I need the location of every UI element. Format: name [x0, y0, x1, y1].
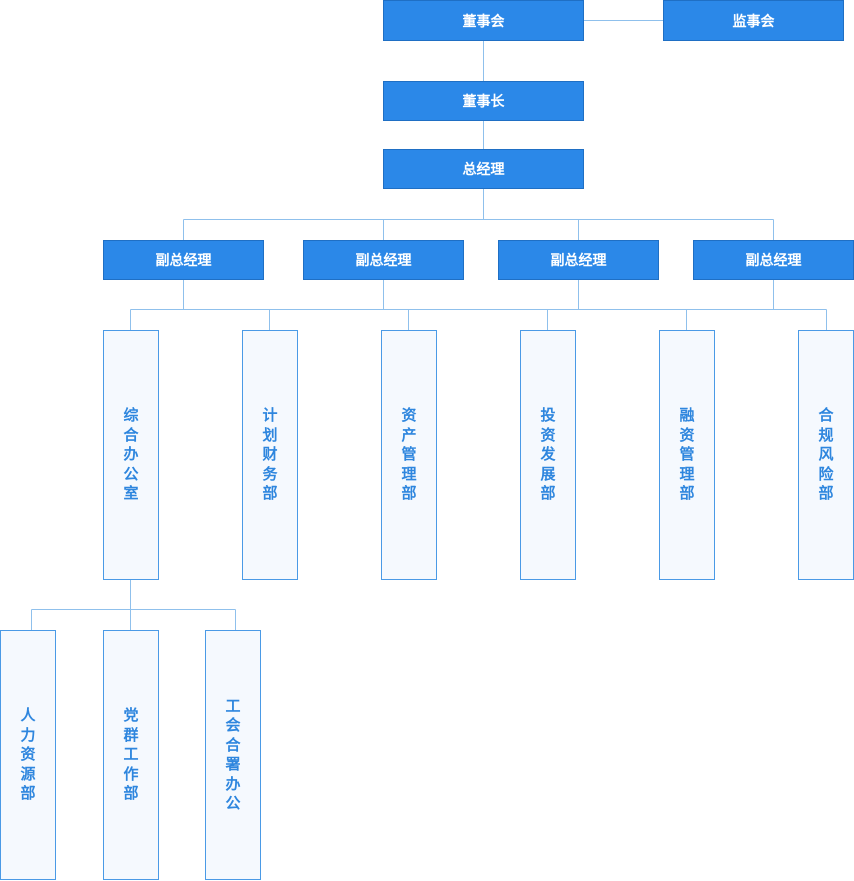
supervisory-board-label: 监事会	[732, 13, 775, 30]
deputy-manager-label: 副总经理	[155, 253, 212, 269]
deputy-manager-node: 副总经理	[498, 240, 659, 280]
deputy-manager-node: 副总经理	[303, 240, 464, 280]
board-node: 董事会	[383, 0, 584, 41]
deputy-manager-label: 副总经理	[355, 253, 412, 269]
department-label: 综合办公室	[123, 406, 139, 503]
general-manager-node: 总经理	[383, 149, 584, 189]
department-label: 投资发展部	[540, 406, 556, 503]
department-node-financing-management: 融资管理部	[659, 330, 715, 580]
sub-department-label: 人力资源部	[20, 706, 36, 803]
department-node-asset-management: 资产管理部	[381, 330, 437, 580]
sub-department-label: 工会合署办公	[225, 696, 241, 813]
department-label: 计划财务部	[262, 406, 278, 503]
department-label: 融资管理部	[679, 406, 695, 503]
sub-department-label: 党群工作部	[123, 706, 139, 803]
deputy-manager-label: 副总经理	[745, 253, 802, 269]
board-label: 董事会	[462, 13, 505, 30]
department-label: 资产管理部	[401, 406, 417, 503]
department-node-general-office: 综合办公室	[103, 330, 159, 580]
general-manager-label: 总经理	[462, 162, 505, 178]
department-node-investment-development: 投资发展部	[520, 330, 576, 580]
department-node-compliance-risk: 合规风险部	[798, 330, 854, 580]
sub-department-node-party-affairs: 党群工作部	[103, 630, 159, 880]
supervisory-board-node: 监事会	[663, 0, 844, 41]
department-node-planning-finance: 计划财务部	[242, 330, 298, 580]
deputy-manager-node: 副总经理	[693, 240, 854, 280]
chairman-label: 董事长	[462, 94, 505, 110]
deputy-manager-node: 副总经理	[103, 240, 264, 280]
deputy-manager-label: 副总经理	[550, 253, 607, 269]
sub-department-node-human-resources: 人力资源部	[0, 630, 56, 880]
sub-department-node-trade-union: 工会合署办公	[205, 630, 261, 880]
department-label: 合规风险部	[818, 406, 834, 503]
chairman-node: 董事长	[383, 81, 584, 121]
